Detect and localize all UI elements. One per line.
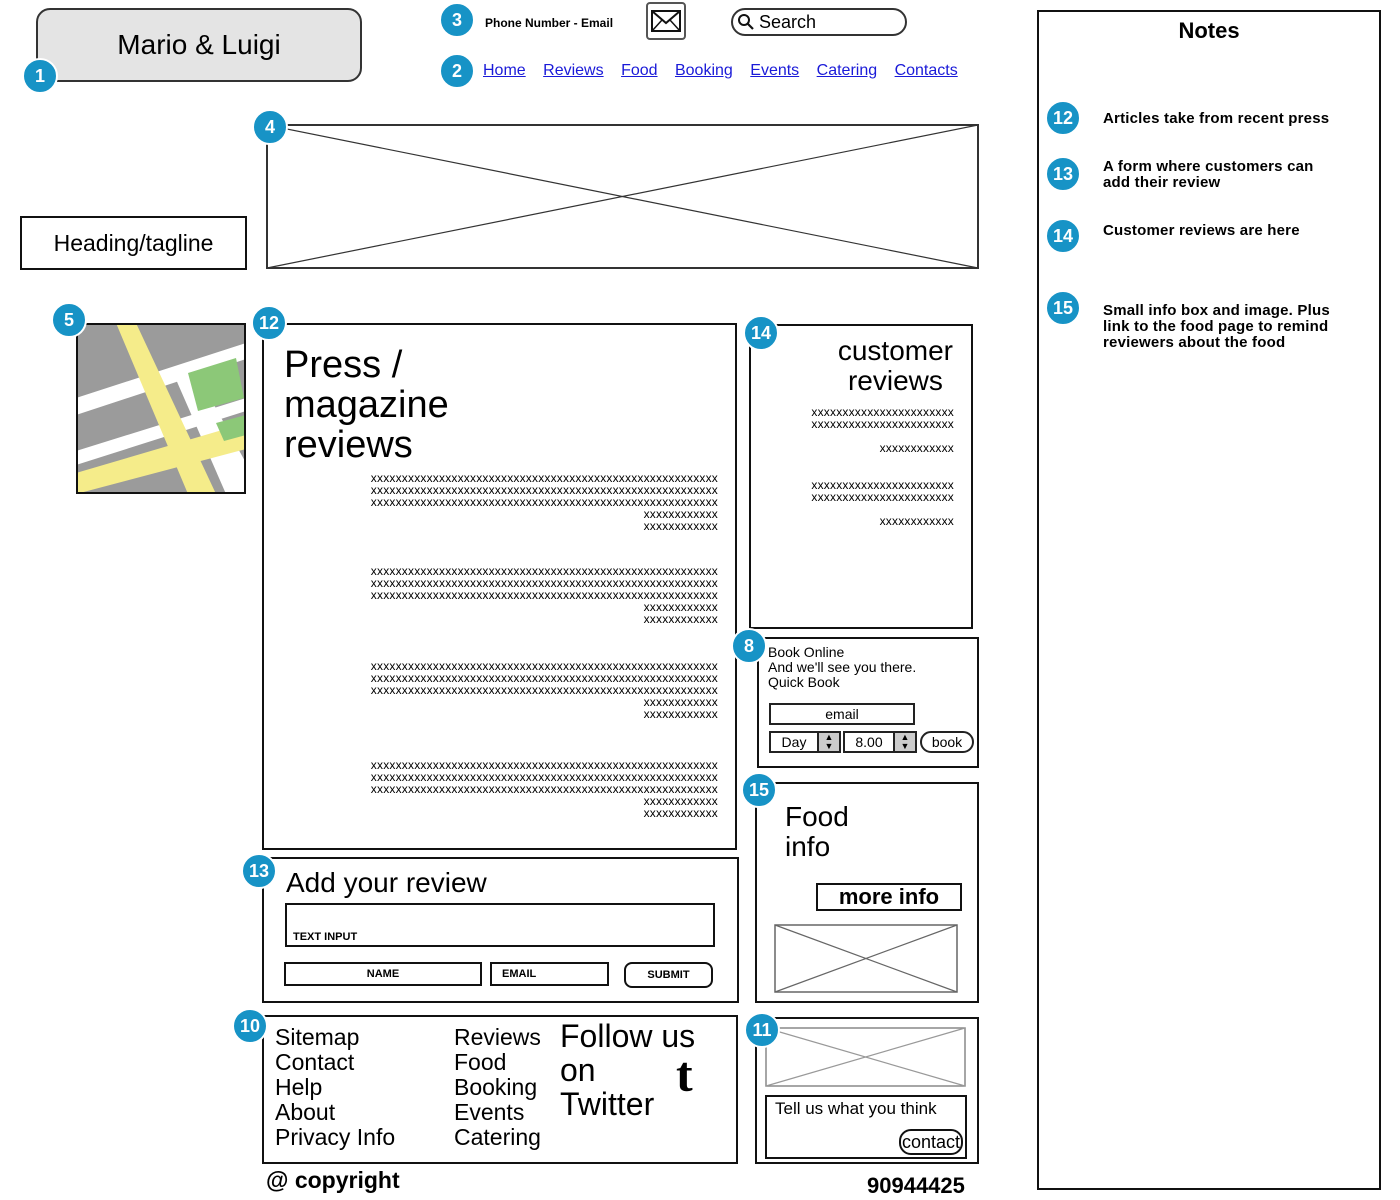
footer-link-sitemap[interactable]: Sitemap <box>275 1024 360 1050</box>
contact-image-placeholder <box>765 1027 966 1087</box>
note-badge: 13 <box>1045 156 1081 192</box>
booking-widget: Book Online And we'll see you there. Qui… <box>757 637 979 768</box>
stepper-arrows-icon[interactable]: ▲▼ <box>893 733 915 751</box>
footer-links-primary: Sitemap Contact Help About Privacy Info <box>275 1025 395 1150</box>
annotation-badge: 8 <box>731 628 767 664</box>
email-icon[interactable] <box>646 2 686 40</box>
note-badge: 12 <box>1045 100 1081 136</box>
book-button[interactable]: book <box>920 731 974 753</box>
press-article: xxxxxxxxxxxxxxxxxxxxxxxxxxxxxxxxxxxxxxxx… <box>370 564 718 626</box>
note-badge: 15 <box>1045 290 1081 326</box>
annotation-badge: 12 <box>251 305 287 341</box>
contact-button[interactable]: contact <box>899 1129 963 1155</box>
nav-home[interactable]: Home <box>483 62 526 79</box>
press-article: xxxxxxxxxxxxxxxxxxxxxxxxxxxxxxxxxxxxxxxx… <box>370 471 718 533</box>
booking-time-select[interactable]: 8.00 ▲▼ <box>843 731 917 753</box>
search-icon <box>738 14 754 30</box>
note-text: Customer reviews are here <box>1103 222 1300 239</box>
press-title: Press / magazine reviews <box>284 344 449 466</box>
footer-link-contact[interactable]: Contact <box>275 1049 355 1075</box>
booking-day-select[interactable]: Day ▲▼ <box>769 731 841 753</box>
banner-image-placeholder <box>266 124 979 269</box>
notes-title: Notes <box>1178 18 1240 43</box>
customer-reviews-title: customer reviews <box>837 335 953 396</box>
annotation-badge: 15 <box>741 772 777 808</box>
note-text: Small info box and image. Plus link to t… <box>1103 302 1330 351</box>
footer-link-catering[interactable]: Catering <box>454 1124 541 1150</box>
press-article: xxxxxxxxxxxxxxxxxxxxxxxxxxxxxxxxxxxxxxxx… <box>370 758 718 820</box>
stepper-arrows-icon[interactable]: ▲▼ <box>817 733 839 751</box>
search-input[interactable]: Search <box>731 8 907 36</box>
contact-info: Phone Number - Email <box>485 16 614 30</box>
food-info-panel: Food info more info <box>755 782 979 1003</box>
annotation-badge: 1 <box>22 58 58 94</box>
annotation-badge: 11 <box>744 1012 780 1048</box>
note-text: A form where customers can add their rev… <box>1103 158 1314 191</box>
review-name-input[interactable]: NAME <box>284 962 482 986</box>
footer-links-secondary: Reviews Food Booking Events Catering <box>454 1025 541 1150</box>
annotation-badge: 4 <box>252 109 288 145</box>
customer-reviews-panel: customer reviews xxxxxxxxxxxxxxxxxxxxxxx… <box>749 324 973 629</box>
press-article: xxxxxxxxxxxxxxxxxxxxxxxxxxxxxxxxxxxxxxxx… <box>370 659 718 721</box>
footer-link-food[interactable]: Food <box>454 1049 507 1075</box>
annotation-badge: 10 <box>232 1008 268 1044</box>
annotation-badge: 14 <box>743 315 779 351</box>
map-image[interactable] <box>76 323 246 494</box>
food-info-title: Food info <box>785 801 849 862</box>
footer-link-reviews[interactable]: Reviews <box>454 1024 541 1050</box>
copyright-text: @ copyright <box>266 1167 400 1193</box>
footer-link-about[interactable]: About <box>275 1099 336 1125</box>
notes-panel: Notes <box>1037 10 1381 1190</box>
phone-number: 90944425 <box>867 1173 965 1198</box>
annotation-badge: 2 <box>439 53 475 89</box>
contact-panel: Tell us what you think contact <box>755 1017 979 1164</box>
search-placeholder: Search <box>759 11 817 32</box>
nav-catering[interactable]: Catering <box>816 62 878 79</box>
add-review-form: Add your review TEXT INPUT NAME EMAIL SU… <box>262 857 739 1003</box>
annotation-badge: 13 <box>241 853 277 889</box>
annotation-badge: 3 <box>439 2 475 38</box>
booking-text: Book Online And we'll see you there. Qui… <box>768 644 917 690</box>
note-text: Articles take from recent press <box>1103 110 1330 127</box>
more-info-button[interactable]: more info <box>816 883 962 911</box>
nav-events[interactable]: Events <box>750 62 800 79</box>
contact-message-input[interactable]: Tell us what you think contact <box>765 1095 967 1159</box>
tagline-box: Heading/tagline <box>20 216 247 270</box>
footer-link-privacy[interactable]: Privacy Info <box>275 1124 396 1150</box>
twitter-follow[interactable]: Follow us on Twitter <box>560 1018 696 1122</box>
food-image-placeholder <box>774 924 958 993</box>
review-email-input[interactable]: EMAIL <box>490 962 609 986</box>
annotation-badge: 5 <box>51 302 87 338</box>
logo-text: Mario & Luigi <box>117 29 281 60</box>
customer-review: xxxxxxxxxxxxxxxxxxxxxxx xxxxxxxxxxxxxxxx… <box>811 478 954 528</box>
review-submit-button[interactable]: SUBMIT <box>624 962 713 988</box>
press-reviews-panel: Press / magazine reviews xxxxxxxxxxxxxxx… <box>262 323 737 850</box>
main-nav: Home Reviews Food Booking Events Caterin… <box>483 62 971 80</box>
nav-contacts[interactable]: Contacts <box>894 62 958 79</box>
note-badge: 14 <box>1045 218 1081 254</box>
add-review-title: Add your review <box>286 867 487 898</box>
nav-reviews[interactable]: Reviews <box>543 62 604 79</box>
footer-panel: Sitemap Contact Help About Privacy Info … <box>262 1015 738 1164</box>
footer-link-booking[interactable]: Booking <box>454 1074 538 1100</box>
nav-booking[interactable]: Booking <box>674 62 733 79</box>
tagline-text: Heading/tagline <box>53 229 214 256</box>
review-text-input[interactable]: TEXT INPUT <box>285 903 715 947</box>
logo-box[interactable]: Mario & Luigi <box>36 8 362 82</box>
twitter-icon[interactable]: t <box>676 1046 693 1102</box>
footer-link-events[interactable]: Events <box>454 1099 525 1125</box>
customer-review: xxxxxxxxxxxxxxxxxxxxxxx xxxxxxxxxxxxxxxx… <box>811 405 954 455</box>
footer-link-help[interactable]: Help <box>275 1074 323 1100</box>
booking-email-input[interactable]: email <box>769 703 915 725</box>
nav-food[interactable]: Food <box>621 62 658 79</box>
